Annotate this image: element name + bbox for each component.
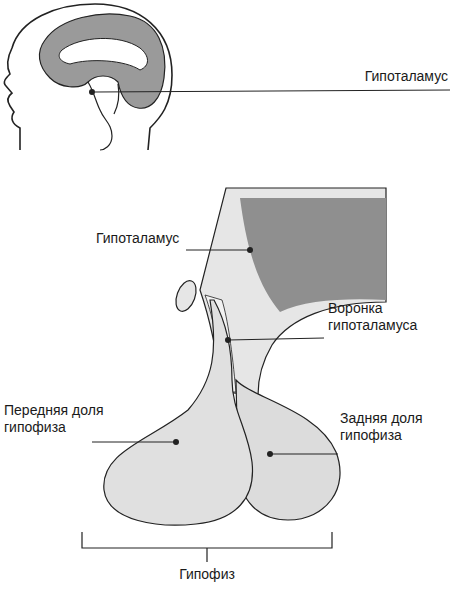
part-label: Гипоталамус	[96, 230, 186, 247]
leader-line	[270, 454, 338, 455]
bracket	[82, 532, 332, 562]
part-label: Гипоталамус	[300, 68, 448, 85]
part-label: Гипофиз	[150, 566, 264, 583]
corpus-callosum	[59, 38, 147, 70]
brain	[39, 14, 164, 108]
anterior-lobe	[104, 300, 253, 525]
posterior-lobe	[236, 380, 340, 520]
hypothalamus-region	[240, 198, 386, 312]
leader-line	[228, 338, 324, 340]
leader-line	[95, 90, 450, 92]
hypothalamus-dot	[89, 89, 95, 95]
part-label: Воронка гипоталамуса	[328, 300, 446, 334]
part-label: Передняя доля гипофиза	[4, 402, 104, 436]
optic-chiasm	[172, 278, 200, 314]
head-outline	[4, 4, 172, 150]
part-label: Задняя доля гипофиза	[340, 410, 448, 444]
leader-line	[92, 442, 176, 443]
leader-line	[186, 250, 250, 251]
